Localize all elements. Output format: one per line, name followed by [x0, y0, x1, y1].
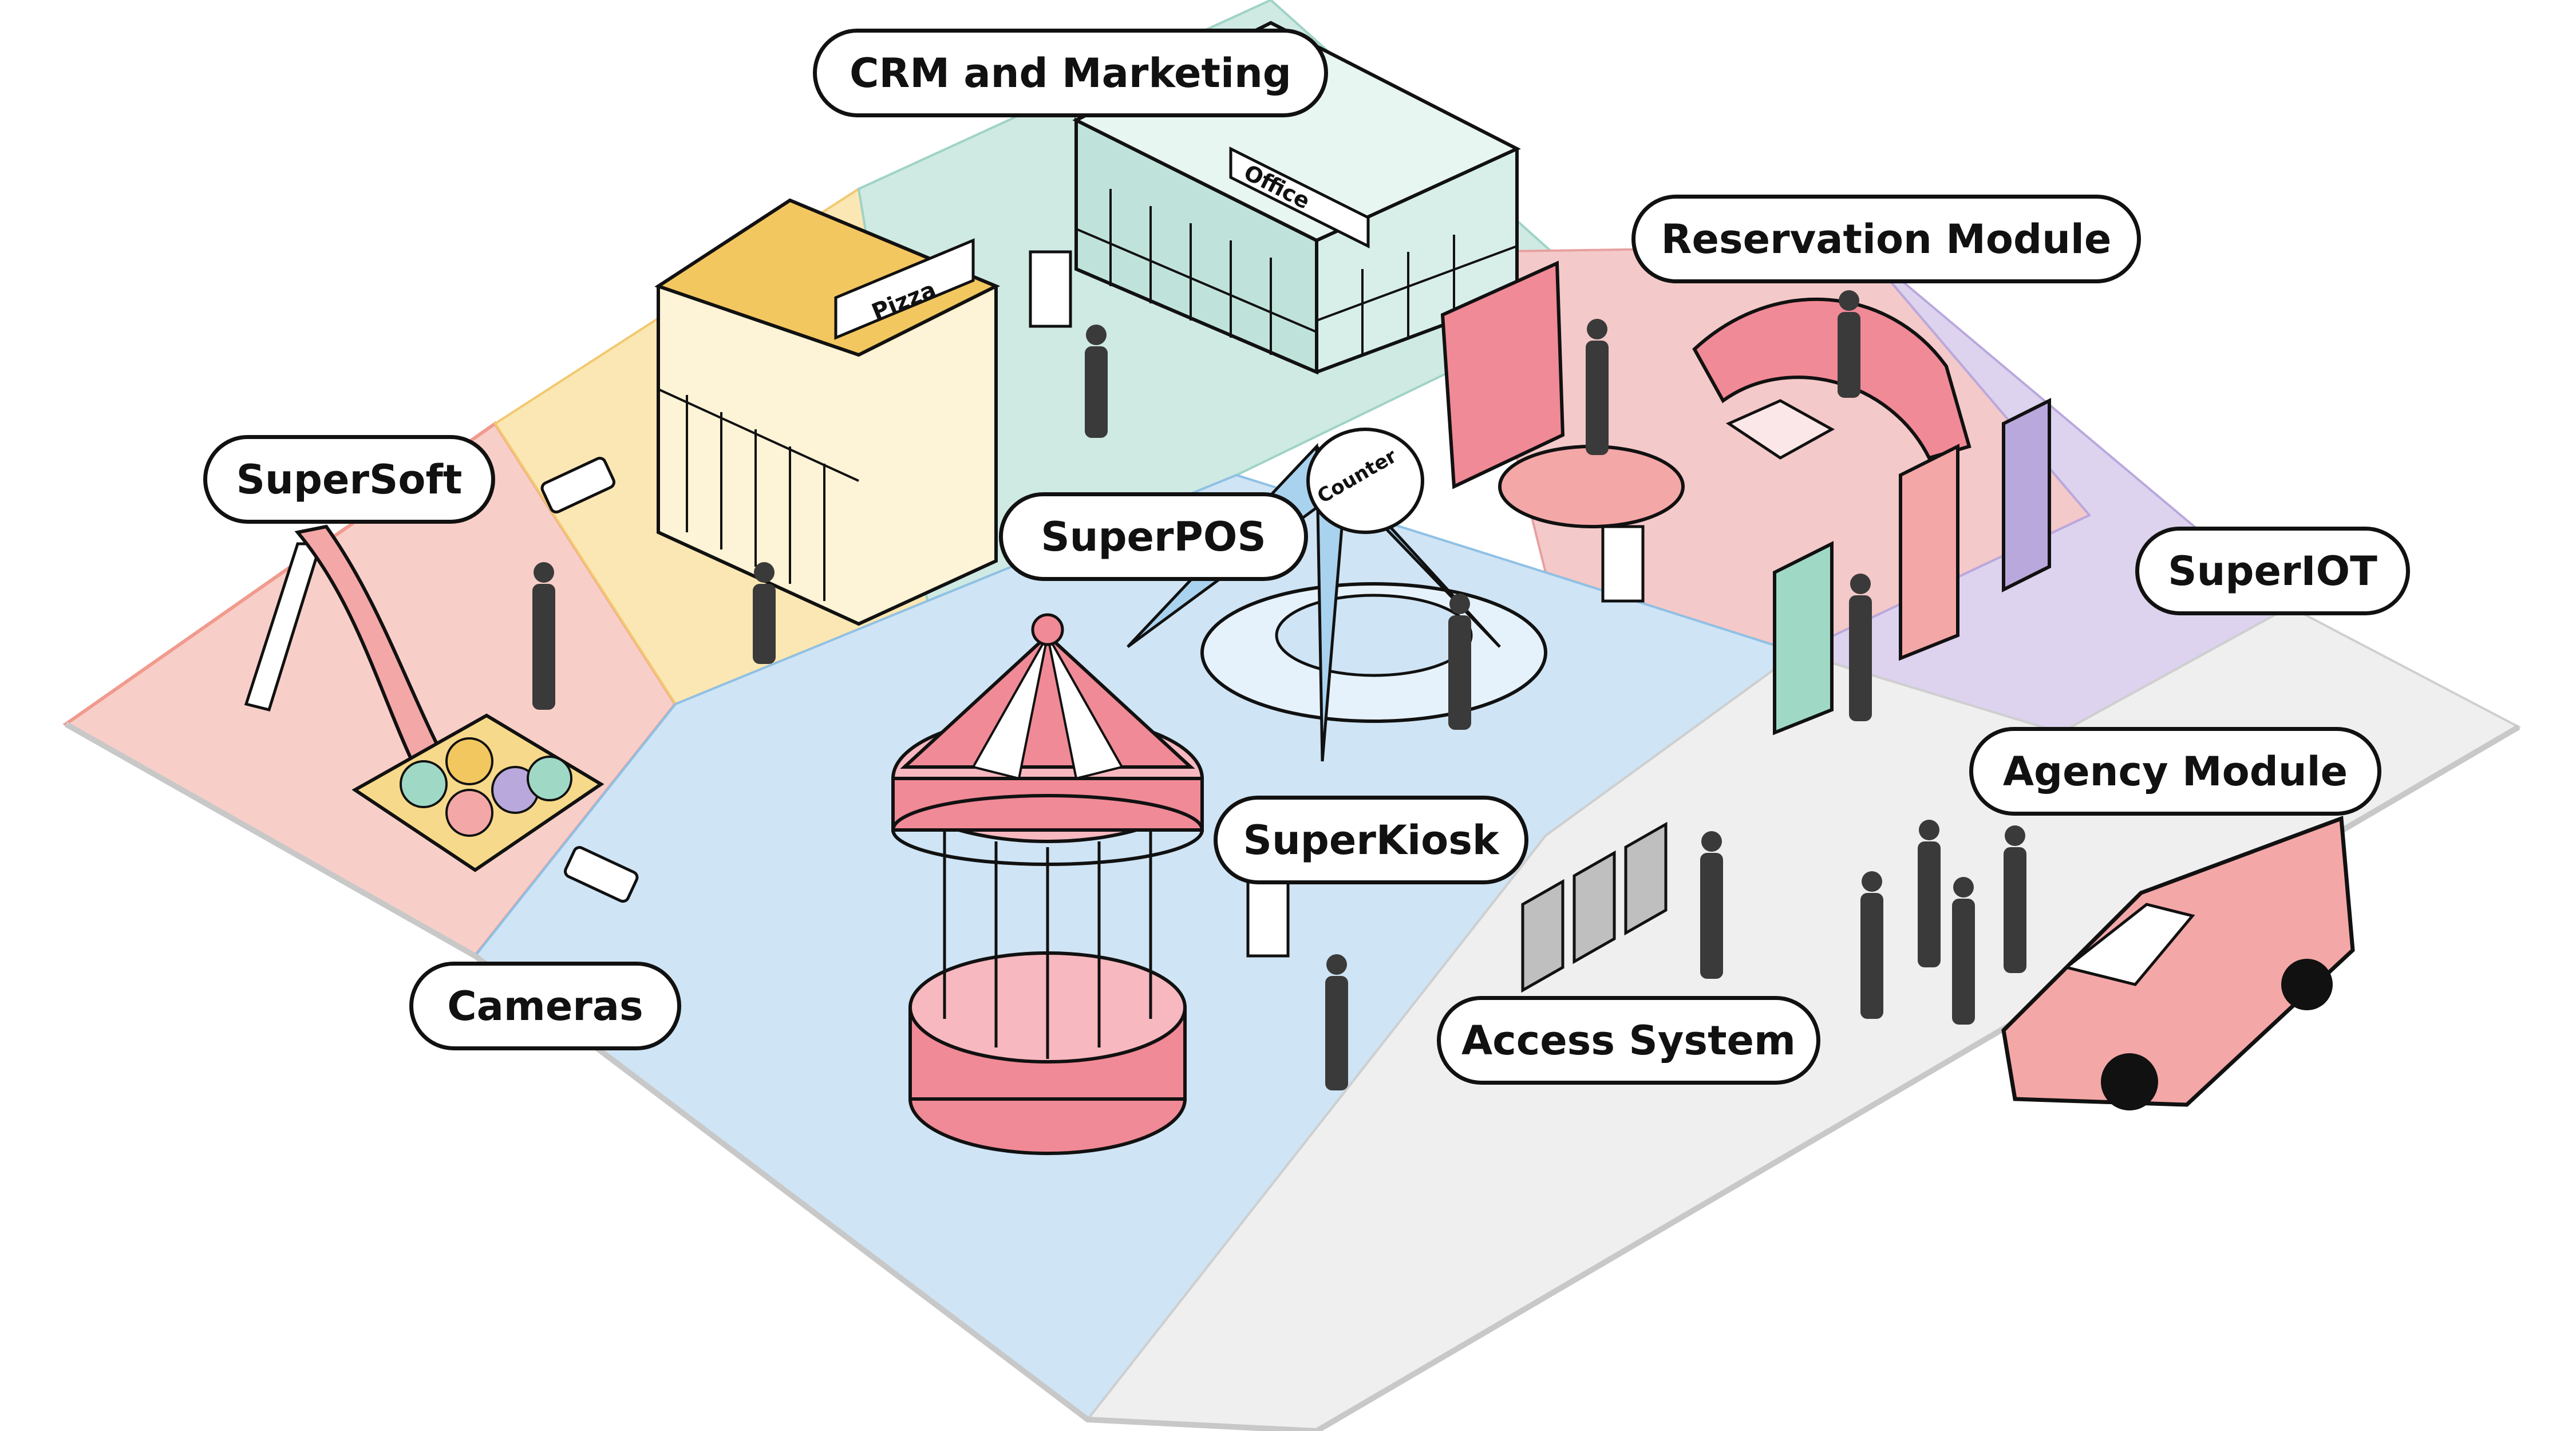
- label-agency-module: Agency Module: [1969, 727, 2381, 816]
- arcade-machines: [1773, 398, 2051, 736]
- van: [2001, 816, 2355, 1110]
- label-supersoft: SuperSoft: [203, 435, 495, 524]
- label-superpos: SuperPOS: [999, 492, 1308, 581]
- people: [532, 290, 2026, 1090]
- karaoke-area: [1440, 260, 1971, 528]
- pizza-stand: Pizza: [654, 198, 1001, 626]
- carousel: [891, 613, 1204, 1155]
- label-access-system: Access System: [1437, 996, 1820, 1085]
- ball-pit: [351, 713, 605, 872]
- camera-icon: [540, 457, 639, 903]
- label-superiot: SuperIOT: [2135, 527, 2410, 615]
- access-turnstiles: [1521, 821, 1668, 993]
- kiosks: [1029, 250, 1645, 958]
- label-superkiosk: SuperKiosk: [1214, 796, 1528, 884]
- label-crm-and-marketing: CRM and Marketing: [813, 29, 1328, 117]
- label-cameras: Cameras: [409, 962, 681, 1050]
- label-reservation-module: Reservation Module: [1631, 195, 2141, 283]
